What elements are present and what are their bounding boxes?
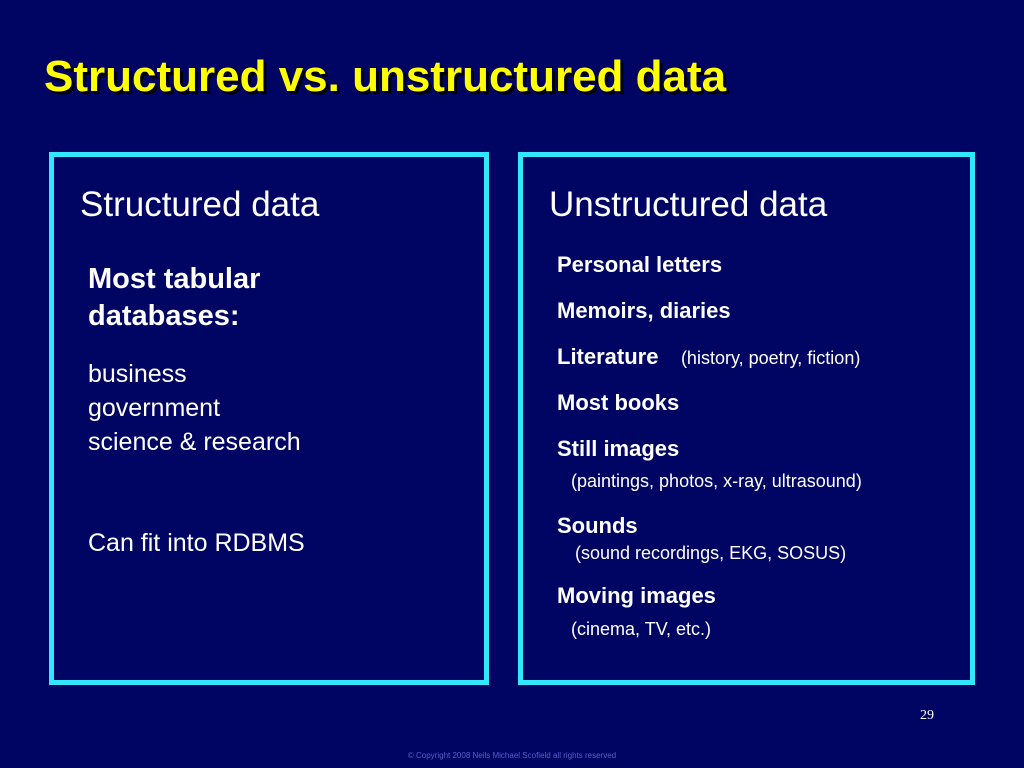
tabular-heading-line-2: databases: — [88, 300, 240, 332]
domain-item: science & research — [88, 428, 301, 456]
item-personal-letters: Personal letters — [557, 252, 723, 277]
item-moving-images-note: (cinema, TV, etc.) — [571, 619, 712, 639]
page-number: 29 — [920, 708, 934, 723]
item-literature-label: Literature — [557, 344, 659, 369]
copyright-notice: © Copyright 2008 Neils Michael Scofield … — [407, 751, 617, 760]
item-literature: Literature (history, poetry, fiction) — [557, 344, 860, 370]
item-still-images: Still images — [557, 436, 680, 461]
tabular-heading-line-1: Most tabular — [88, 263, 261, 295]
unstructured-data-heading: Unstructured data — [549, 185, 828, 224]
tabular-databases-heading: Most tabular databases: — [88, 261, 260, 335]
item-still-images-note: (paintings, photos, x-ray, ultrasound) — [571, 471, 862, 491]
unstructured-data-panel: Unstructured data Personal letters Memoi… — [518, 152, 975, 685]
item-literature-note: (history, poetry, fiction) — [680, 348, 861, 368]
slide-title: Structured vs. unstructured data — [44, 52, 727, 101]
structured-data-heading: Structured data — [80, 185, 320, 224]
item-sounds-note: (sound recordings, EKG, SOSUS) — [575, 543, 847, 563]
item-memoirs-diaries: Memoirs, diaries — [557, 298, 731, 323]
structured-data-panel: Structured data Most tabular databases: … — [49, 152, 489, 685]
item-moving-images: Moving images — [557, 583, 716, 608]
domain-list: business government science & research — [88, 357, 301, 459]
domain-item: government — [88, 394, 221, 422]
domain-item: business — [88, 360, 187, 388]
item-sounds: Sounds — [557, 513, 638, 538]
rdbms-note: Can fit into RDBMS — [88, 529, 305, 557]
item-most-books: Most books — [557, 390, 680, 415]
